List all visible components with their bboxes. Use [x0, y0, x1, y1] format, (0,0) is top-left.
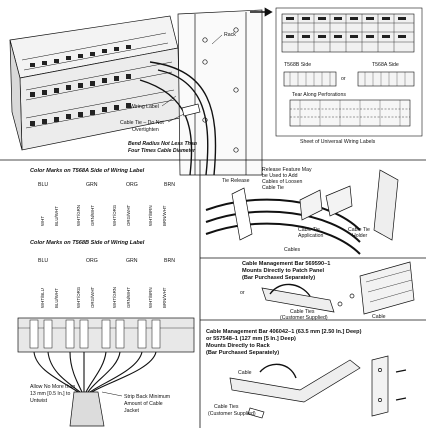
cable-label-1: Cable [372, 314, 386, 320]
t568a-wire-2: BLU/WHT [54, 206, 59, 226]
t568b-wire-1: WHT/BLU [40, 288, 45, 308]
cable-management-bar-1-illustration [261, 261, 415, 315]
t568b-group-labels: BLU ORG GRN BRN [38, 258, 175, 264]
tear-perforations-label: Tear Along Perforations [292, 92, 346, 98]
t568a-wire-4: GRN/WHT [90, 205, 95, 226]
t568a-color-marks-title: Color Marks on T568A Side of Wiring Labe… [30, 168, 145, 174]
cable-tie-application-line1: Cable Tie [298, 227, 320, 233]
untwist-line2: 13 mm [0.5 In.] to [30, 391, 70, 397]
t568b-group-4: BRN [164, 258, 175, 264]
cmb2-line4: (Bar Purchased Separately) [206, 350, 279, 356]
t568a-group-3: ORG [126, 182, 138, 188]
untwist-line3: Untwist [30, 398, 48, 404]
untwist-line1: Allow No More than [30, 384, 75, 390]
jack-ports [30, 45, 131, 126]
cable-ties-supplied-line2: (Customer Supplied) [280, 315, 328, 321]
t568b-wire-8: BRN/WHT [162, 287, 167, 308]
cmb1-line3: (Bar Purchased Separately) [242, 275, 315, 281]
t568b-wire-4: ORG/WHT [90, 286, 95, 308]
t568b-group-3: GRN [126, 258, 138, 264]
cable-tie-holder-line2: Holder [352, 233, 368, 239]
t568a-group-labels: BLU GRN ORG BRN [38, 182, 175, 188]
t568b-wire-6: GRN/WHT [126, 287, 131, 308]
t568b-side-label: T568B Side [284, 62, 311, 68]
t568a-group-1: BLU [38, 182, 48, 188]
cable-tie-holder-line1: Cable Tie [348, 227, 370, 233]
rack-label: Rack [224, 32, 236, 38]
termination-block-illustration [17, 317, 195, 427]
release-feature-line3: Cables of Loosen [262, 179, 302, 185]
release-feature-line1: Release Feature May [262, 167, 312, 173]
t568b-color-marks-title: Color Marks on T568B Side of Wiring Labe… [30, 240, 145, 246]
t568b-wire-5: WHT/GRN [112, 287, 117, 308]
cmb1-line1: Cable Management Bar 569590–1 [242, 261, 330, 267]
t568a-wire-6: ORG/WHT [126, 204, 131, 226]
cable-tie-illustration [205, 169, 399, 255]
t568a-wire-labels: WHT BLU/WHT WHT/GRN GRN/WHT WHT/ORG ORG/… [40, 204, 167, 226]
cable-label-2: Cable [238, 370, 252, 376]
panel-dividers [0, 159, 426, 428]
tie-release-label: Tie Release [222, 178, 250, 184]
cable-tie-note-line1: Cable Tie – Do Not [120, 120, 164, 126]
t568a-group-4: BRN [164, 182, 175, 188]
cable-management-bar-2-illustration [229, 355, 407, 419]
strip-back-line1: Strip Back Minimum [124, 394, 170, 400]
t568b-wire-labels: WHT/BLU BLU/WHT WHT/ORG ORG/WHT WHT/GRN … [40, 286, 167, 308]
cmb2-line1: Cable Management Bar 406042–1 (63.5 mm [… [206, 329, 362, 335]
patch-panel-illustration [9, 7, 273, 176]
t568b-group-2: ORG [86, 258, 98, 264]
t568b-wire-7: WHT/BRN [148, 288, 153, 309]
t568b-wire-2: BLU/WHT [54, 288, 59, 308]
cable-ties-supplied-line4: (Customer Supplied) [208, 411, 256, 417]
t568a-wire-7: WHT/BRN [148, 206, 153, 227]
release-feature-line2: be Used to Add [262, 173, 298, 179]
cable-tie-application-line2: Application [298, 233, 323, 239]
cable-ties-supplied-line1: Cable Ties [290, 309, 315, 315]
or-label-top: or [341, 76, 346, 82]
strip-back-line3: Jacket [124, 408, 140, 414]
or-label-middle: or [240, 290, 245, 296]
cmb1-line2: Mounts Directly to Patch Panel [242, 268, 325, 274]
t568a-wire-5: WHT/ORG [112, 204, 117, 226]
bend-radius-line1: Bend Radius Not Less Than [128, 141, 197, 147]
release-feature-line4: Cable Tie [262, 185, 284, 191]
t568a-group-2: GRN [86, 182, 98, 188]
label-sheet-illustration [275, 7, 423, 137]
t568a-wire-8: BRN/WHT [162, 205, 167, 226]
t568a-wire-1: WHT [40, 216, 45, 226]
cable-tie-note-line2: Overtighten [132, 127, 159, 133]
t568b-wire-3: WHT/ORG [76, 286, 81, 308]
cable-ties-supplied-line3: Cable Ties [214, 404, 239, 410]
cmb2-line2: or 557548–1 (127 mm [5 In.] Deep) [206, 336, 296, 342]
sheet-universal-label: Sheet of Universal Wiring Labels [300, 139, 376, 145]
strip-back-line2: Amount of Cable [124, 401, 163, 407]
t568a-side-label: T568A Side [372, 62, 399, 68]
t568a-wire-3: WHT/GRN [76, 205, 81, 226]
wiring-label-label: Wiring Label [130, 104, 159, 110]
cables-label: Cables [284, 247, 301, 253]
cmb2-line3: Mounts Directly to Rack [206, 343, 271, 349]
t568b-group-1: BLU [38, 258, 48, 264]
bend-radius-line2: Four Times Cable Diameter [128, 148, 196, 154]
